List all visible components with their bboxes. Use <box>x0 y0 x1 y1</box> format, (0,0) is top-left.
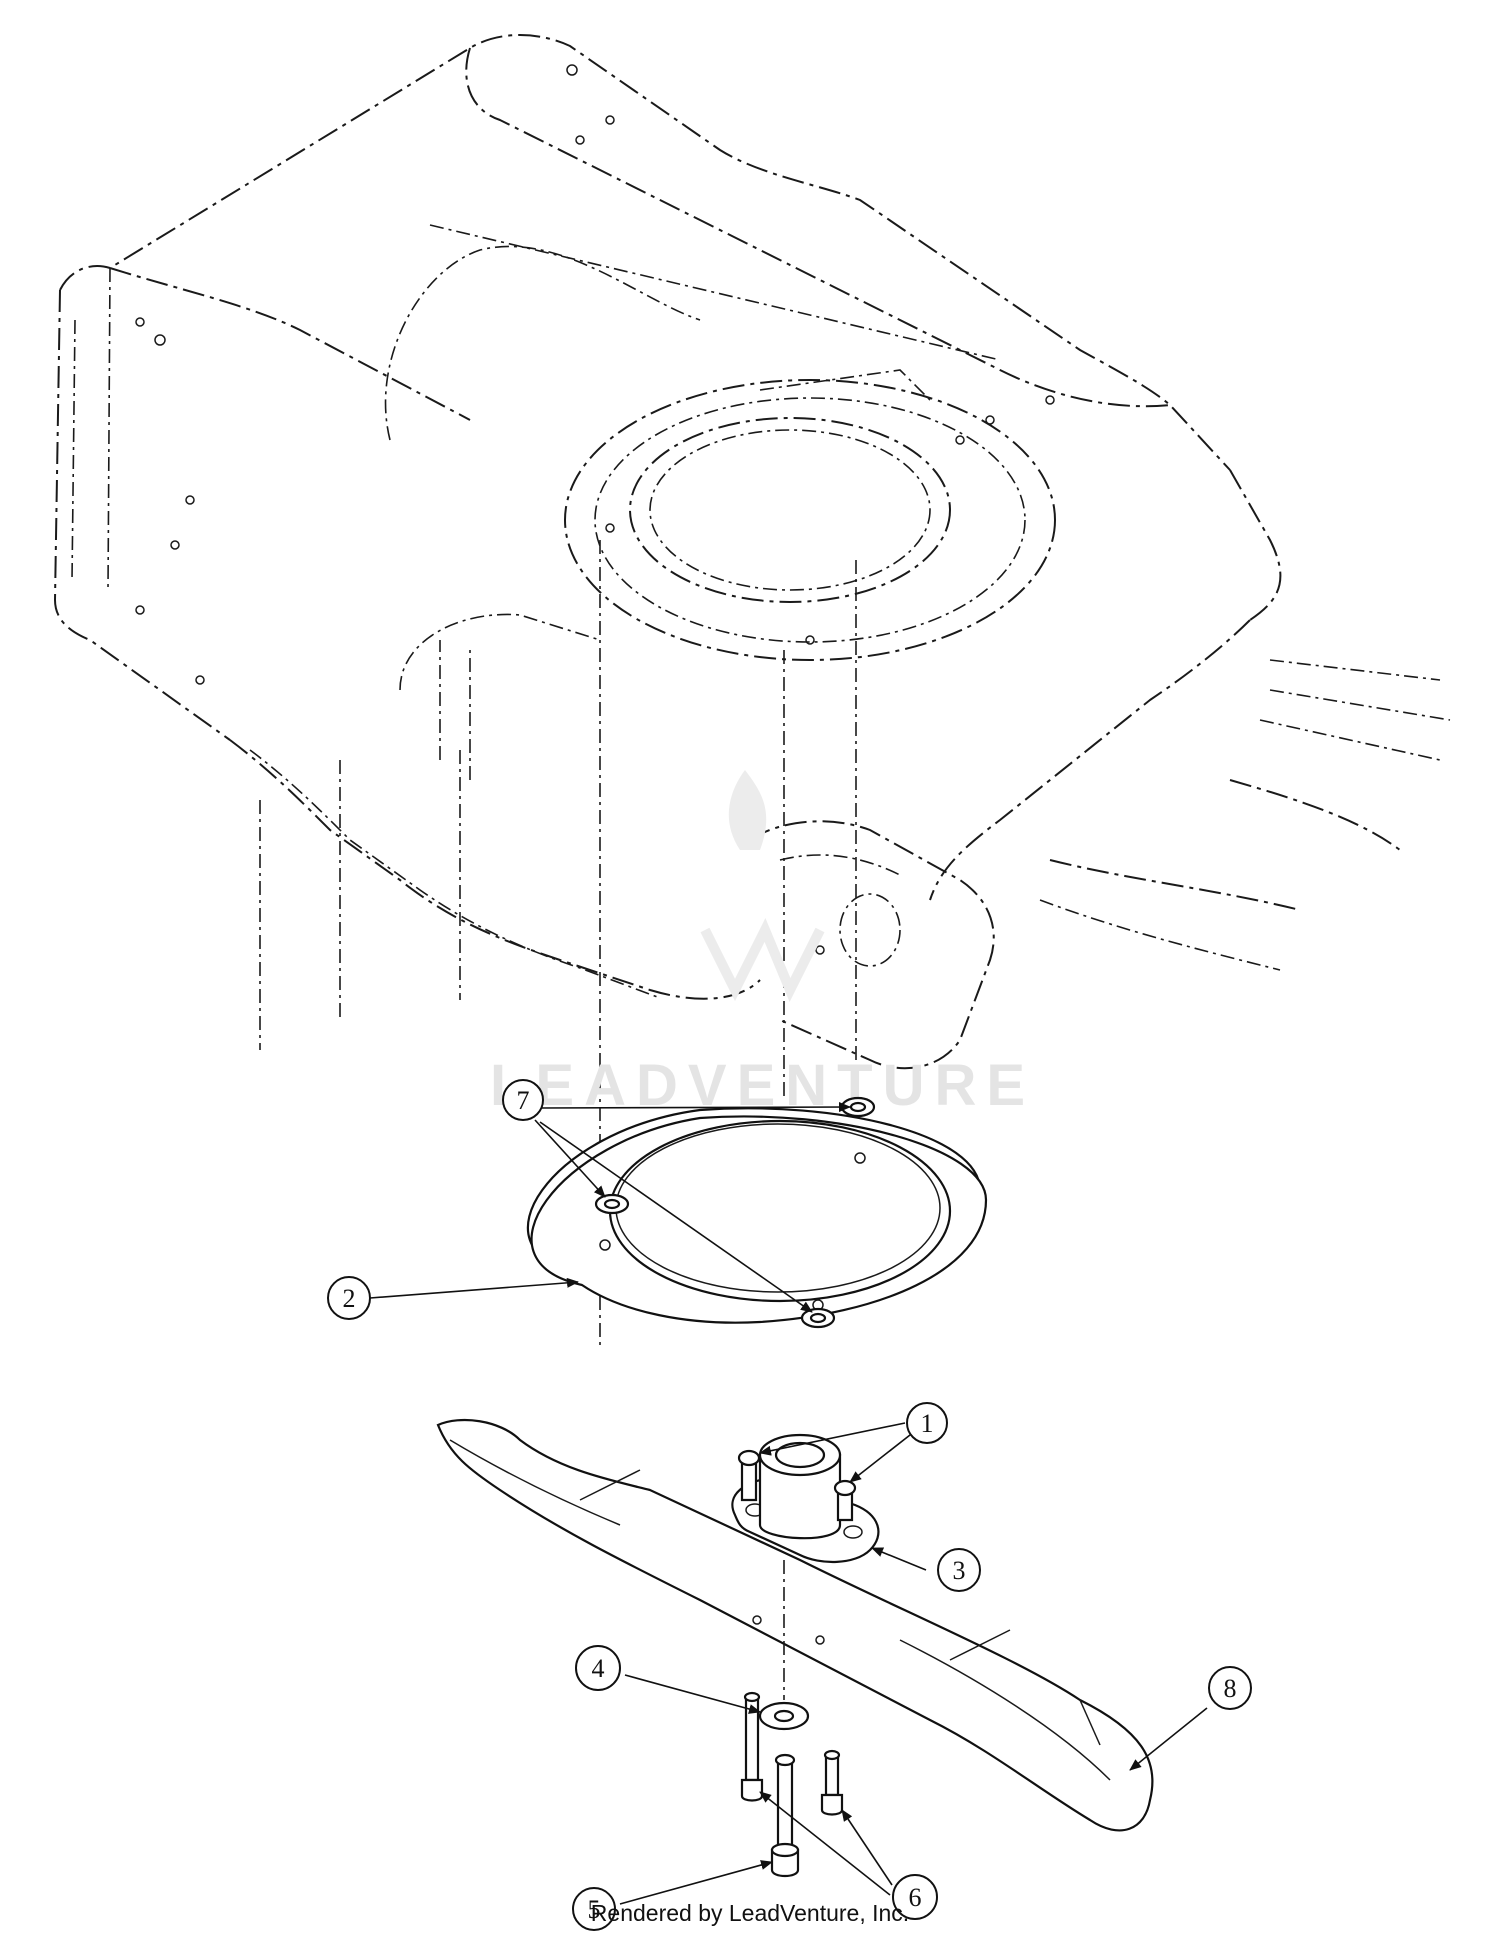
callout-7-label: 7 <box>517 1086 530 1115</box>
part-5-center-bolt <box>770 1753 800 1878</box>
leader-lines <box>369 1102 1208 1905</box>
callout-3-label: 3 <box>953 1556 966 1585</box>
callout-2: 2 <box>327 1276 371 1320</box>
callout-4-label: 4 <box>592 1654 605 1683</box>
callout-6: 6 <box>892 1874 938 1920</box>
callout-6-label: 6 <box>909 1883 922 1912</box>
footer-credit: Rendered by LeadVenture, Inc. <box>590 1900 910 1926</box>
part-8-blade <box>436 1418 1154 1832</box>
watermark-logo: LEADVENTURE <box>490 770 1025 1118</box>
callout-5-label: 5 <box>588 1895 601 1924</box>
part-2-spacer-ring <box>526 1107 988 1324</box>
callout-3: 3 <box>937 1548 981 1592</box>
part-1-bolts <box>737 1449 857 1522</box>
mower-deck <box>53 34 1451 1350</box>
callout-7: 7 <box>502 1079 544 1121</box>
callout-2-label: 2 <box>343 1284 356 1313</box>
part-3-blade-adapter <box>731 1433 880 1564</box>
callout-8-label: 8 <box>1224 1674 1237 1703</box>
callout-8: 8 <box>1208 1666 1252 1710</box>
callout-4: 4 <box>575 1645 621 1691</box>
callout-1: 1 <box>906 1402 948 1444</box>
callout-5: 5 <box>572 1887 616 1931</box>
callout-1-label: 1 <box>921 1409 934 1438</box>
part-6-bolts <box>740 1691 844 1816</box>
part-4-washer <box>758 1560 810 1731</box>
